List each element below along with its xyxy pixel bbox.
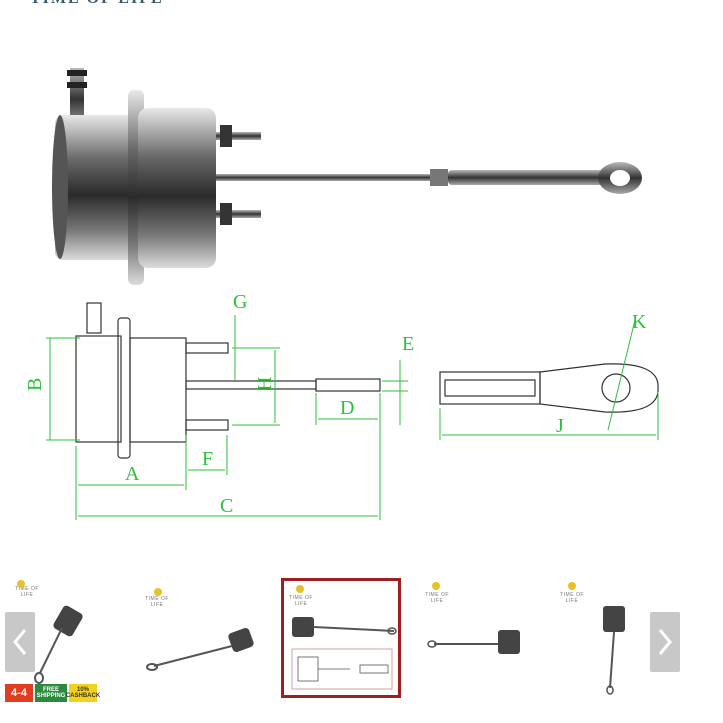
thumbnail-image [568, 582, 625, 695]
actuator-illustration: B A C F D H G E J K [24, 68, 659, 520]
thumbnail-2[interactable]: TIME OF LIFE [142, 578, 262, 698]
main-product-image: B A C F D H G E J K [20, 20, 700, 565]
thumbnail-4[interactable]: TIME OF LIFE [420, 578, 540, 698]
brand-logo: TIME OF LIFE [15, 586, 39, 598]
thumbnail-3[interactable]: TIME OF LIFE [281, 578, 401, 698]
thumbnail-image [146, 588, 254, 671]
dimension-drawing [75, 302, 659, 459]
dim-label-h: H [254, 377, 276, 391]
dimension-lines [46, 315, 659, 520]
brand-logo: TIME OF LIFE [560, 592, 584, 604]
brand-logo: TIME OF LIFE [425, 592, 449, 604]
page-title: TIME OF LIFE [30, 0, 164, 8]
thumbnail-image [291, 585, 397, 690]
dim-label-k: K [632, 311, 647, 333]
brand-logo: TIME OF LIFE [145, 596, 169, 608]
previous-image-button[interactable] [5, 612, 35, 672]
dim-label-b: B [24, 378, 46, 391]
brand-logo: TIME OF LIFE [289, 595, 313, 607]
dim-label-c: C [220, 495, 233, 517]
thumbnail-image [427, 582, 520, 654]
sale-badge: 4-4 [5, 684, 33, 702]
thumbnail-image [17, 580, 83, 684]
thumbnail-gallery: TIME OF LIFE TIME OF LIFE TIME OF LIFE [0, 572, 723, 712]
cashback-badge: 10% CASHBACK [66, 684, 100, 702]
dim-label-g: G [233, 291, 247, 313]
dim-label-d: D [340, 397, 354, 419]
actuator-photo [52, 68, 642, 285]
dim-label-j: J [556, 415, 564, 437]
chevron-right-icon [658, 629, 672, 655]
promo-badges: 4-4 FREE SHIPPING 10% CASHBACK [5, 684, 100, 702]
free-shipping-badge: FREE SHIPPING [35, 684, 67, 702]
dim-label-f: F [202, 448, 213, 470]
next-image-button[interactable] [650, 612, 680, 672]
dim-label-a: A [125, 463, 140, 485]
chevron-left-icon [13, 629, 27, 655]
dim-label-e: E [402, 333, 414, 355]
